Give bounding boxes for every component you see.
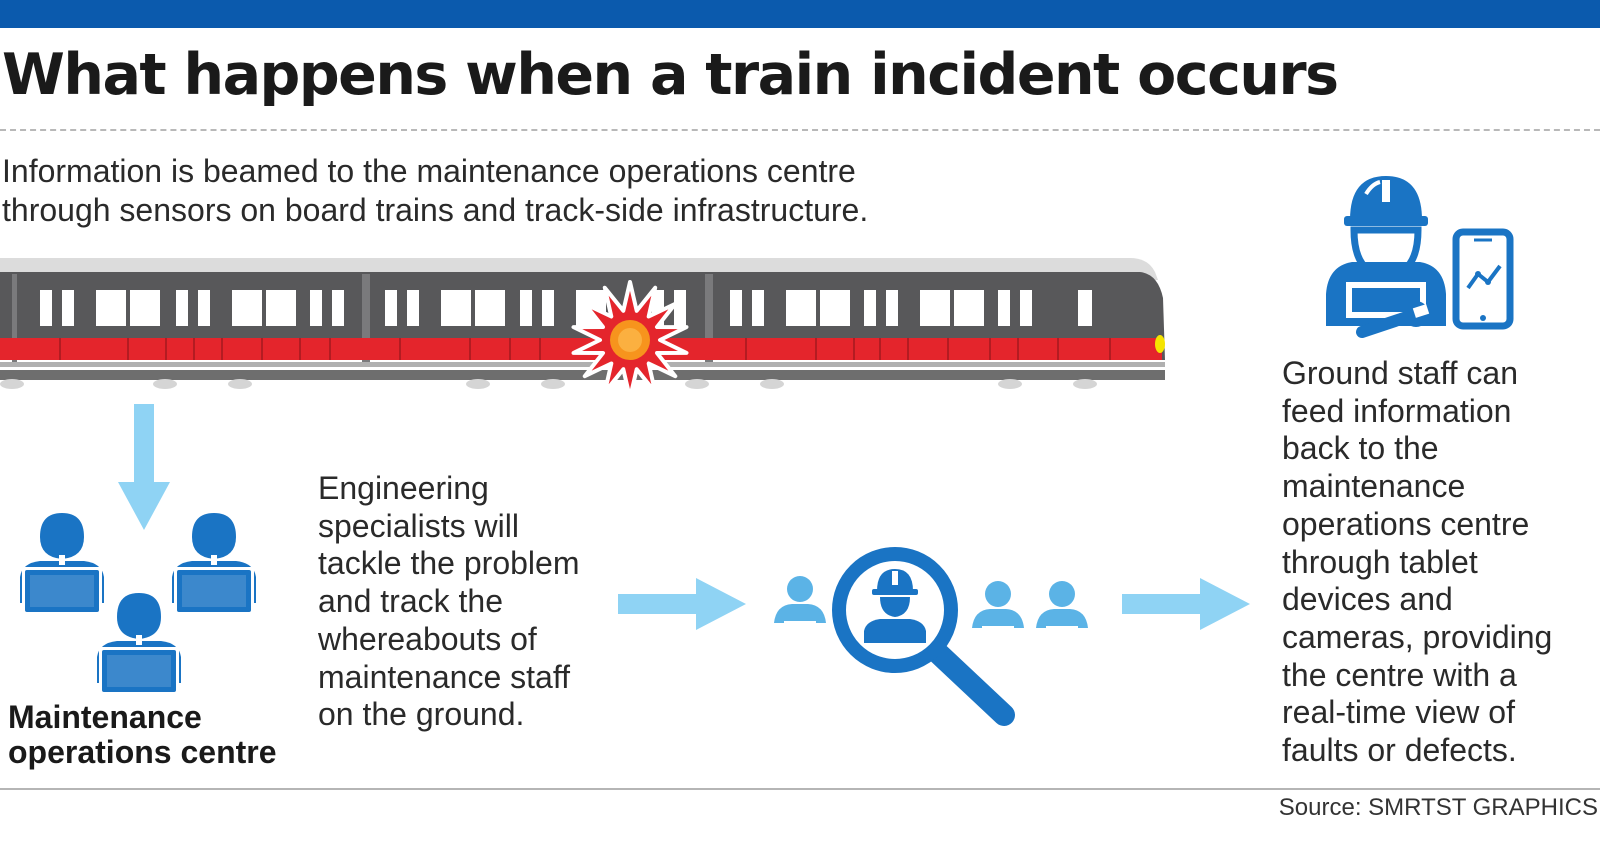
intro-text: Information is beamed to the maintenance…	[2, 153, 869, 228]
ground-staff-text: Ground staff can feed information back t…	[1282, 355, 1553, 769]
header-bar	[0, 0, 1600, 28]
engineering-specialists-text: Engineering specialists will tackle the …	[318, 470, 580, 733]
right-arrow-icon	[1122, 578, 1250, 630]
worker-with-tablet-icon	[1326, 176, 1514, 338]
footer: Source: SMRTST GRAPHICS	[1279, 794, 1598, 822]
down-arrow-icon	[118, 404, 170, 530]
operators-at-computers-icon	[20, 513, 256, 695]
headline: What happens when a train incident occur…	[2, 42, 1339, 108]
dashed-divider	[0, 129, 1600, 131]
source-text: Source: SMRT	[1278, 794, 1436, 821]
right-arrow-icon	[618, 578, 746, 630]
bottom-divider	[0, 788, 1600, 790]
staff-person-icon	[1036, 581, 1088, 628]
credit-text: ST GRAPHICS	[1435, 794, 1598, 821]
train-icon	[0, 258, 1165, 389]
incident-burst-icon	[571, 280, 689, 400]
magnifier-worker-icon	[832, 547, 1015, 726]
staff-person-icon	[774, 576, 826, 623]
staff-person-icon	[972, 581, 1024, 628]
maintenance-centre-label: Maintenance operations centre	[8, 699, 277, 770]
